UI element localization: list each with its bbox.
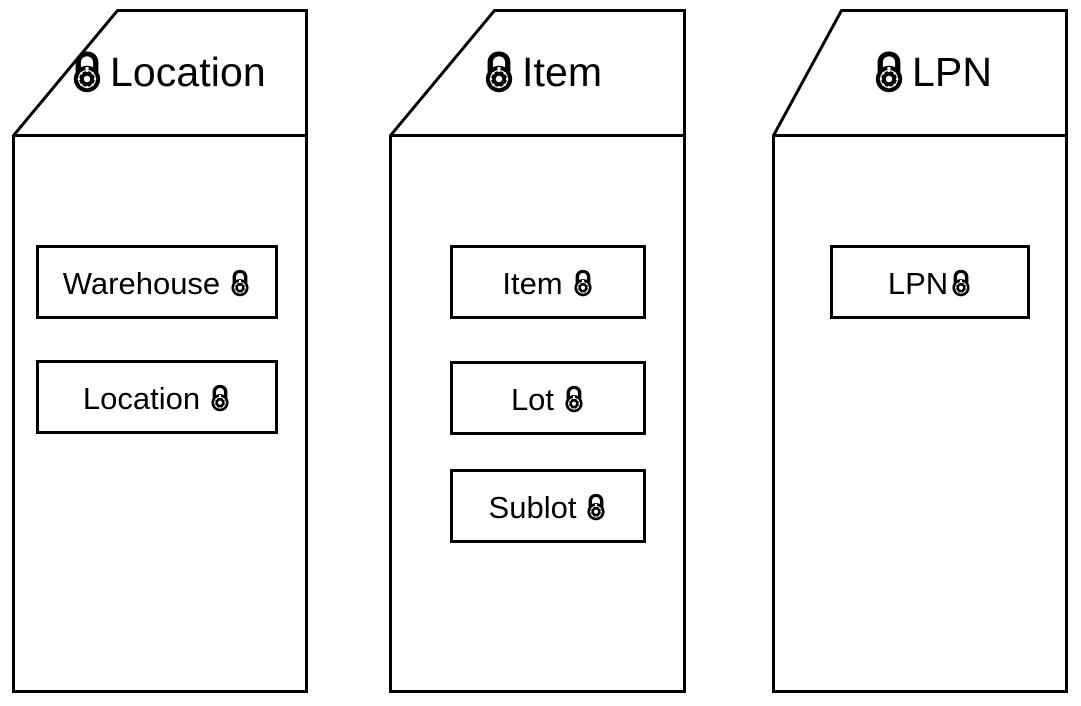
combination-padlock-icon — [209, 383, 231, 412]
package-lpn-outline — [772, 9, 1068, 693]
item-box-label: Lot — [510, 381, 555, 417]
combination-padlock-icon — [229, 268, 251, 297]
package-lpn-title: LPN — [872, 49, 992, 93]
item-box-label: Location — [82, 380, 201, 416]
package-lpn[interactable]: LPN LPN — [772, 9, 1068, 693]
item-box-lpn[interactable]: LPN — [830, 245, 1030, 319]
package-item[interactable]: Item Item — [389, 9, 686, 693]
package-title-label: Location — [110, 48, 266, 95]
item-box-location[interactable]: Location — [36, 360, 278, 434]
item-box-lot[interactable]: Lot — [450, 361, 646, 435]
package-title-label: LPN — [912, 48, 993, 95]
item-box-label: Sublot — [488, 489, 577, 525]
package-location-title: Location — [70, 49, 266, 93]
package-location[interactable]: Location Warehouse — [12, 9, 308, 693]
item-box-item[interactable]: Item — [450, 245, 646, 319]
item-box-label: Warehouse — [62, 265, 221, 301]
item-box-label: Item — [502, 265, 563, 301]
combination-padlock-icon — [482, 49, 516, 93]
item-box-label: LPN — [887, 265, 949, 301]
package-location-outline — [12, 9, 308, 693]
combination-padlock-icon — [950, 268, 972, 297]
combination-padlock-icon — [572, 268, 594, 297]
package-title-label: Item — [522, 48, 603, 95]
item-box-warehouse[interactable]: Warehouse — [36, 245, 278, 319]
combination-padlock-icon — [563, 384, 585, 413]
combination-padlock-icon — [585, 492, 607, 521]
package-item-outline — [389, 9, 686, 693]
combination-padlock-icon — [70, 49, 104, 93]
item-box-sublot[interactable]: Sublot — [450, 469, 646, 543]
combination-padlock-icon — [872, 49, 906, 93]
package-item-title: Item — [482, 49, 602, 93]
